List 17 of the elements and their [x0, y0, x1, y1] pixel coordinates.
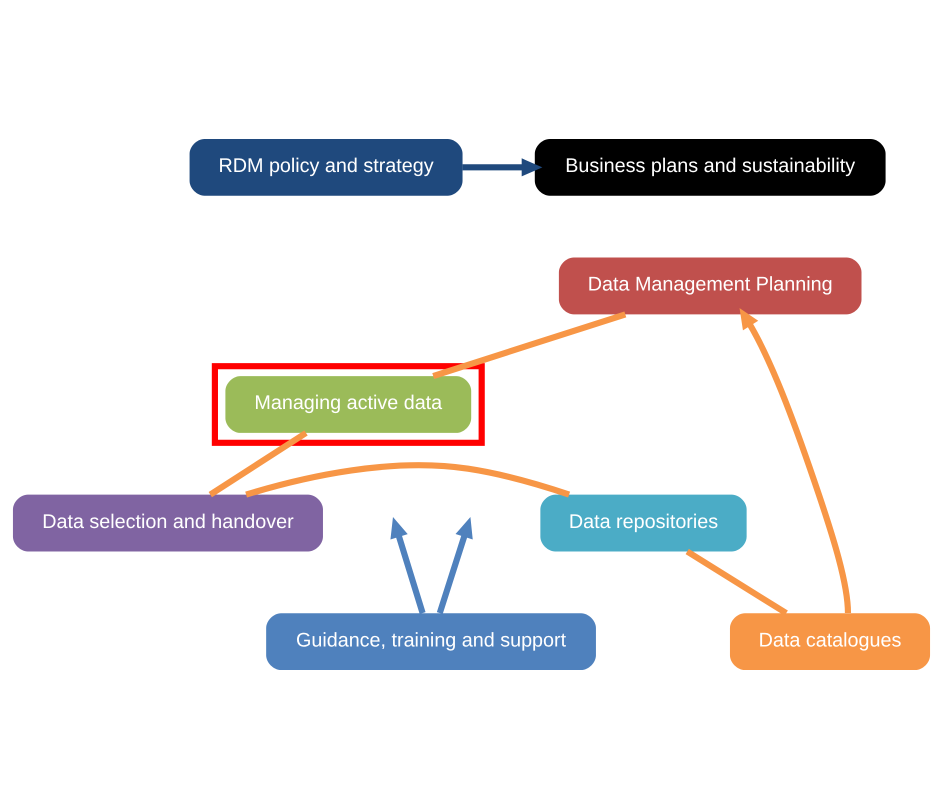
node-box: Managing active data: [225, 376, 472, 432]
arrow: [436, 516, 473, 614]
connector: [208, 430, 308, 497]
node-box: RDM policy and strategy: [190, 138, 463, 196]
connector: [686, 548, 788, 616]
node-box: Business plans and sustainability: [534, 138, 886, 196]
connector: [432, 310, 626, 378]
cluster: [212, 362, 485, 446]
arrow: [740, 308, 852, 613]
node-box: Data Management Planning: [558, 257, 862, 314]
connector: [245, 462, 570, 498]
node-box: Data repositories: [540, 494, 747, 551]
arrow: [390, 516, 426, 614]
node-box: Guidance, training and support: [266, 612, 596, 670]
arrow: [462, 158, 542, 176]
node-box: Data selection and handover: [12, 494, 323, 551]
node-box: Data catalogues: [730, 612, 930, 670]
